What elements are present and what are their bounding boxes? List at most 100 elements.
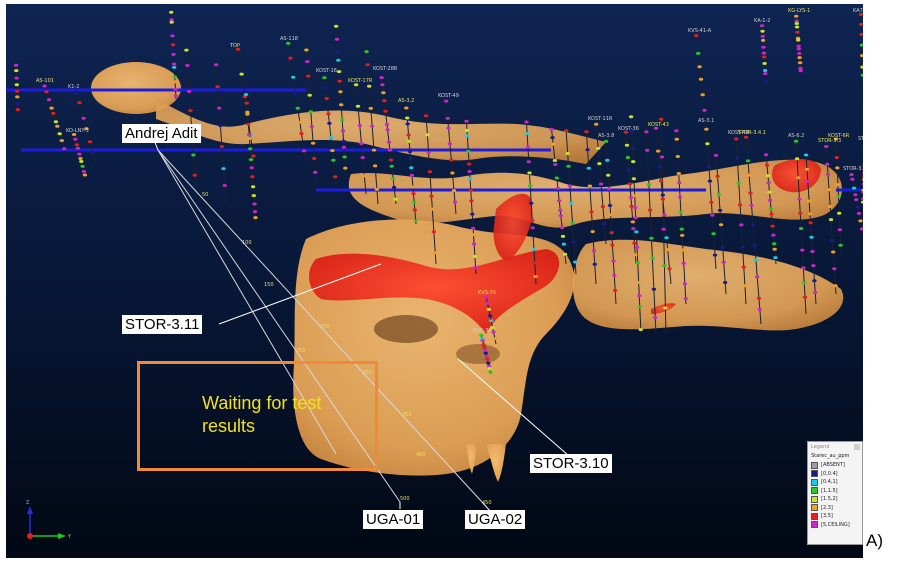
drill-sample-marker xyxy=(757,307,762,311)
drillhole-trace xyxy=(425,113,437,265)
drill-sample-marker xyxy=(649,236,654,240)
drill-sample-marker xyxy=(551,142,556,146)
drill-sample-marker xyxy=(631,227,636,231)
svg-text:400: 400 xyxy=(416,452,426,458)
drill-sample-marker xyxy=(602,222,607,226)
drill-sample-marker xyxy=(171,62,177,66)
drill-sample-marker xyxy=(798,227,804,230)
drill-sample-marker xyxy=(530,219,535,223)
drill-sample-marker xyxy=(558,214,563,218)
drill-sample-marker xyxy=(700,93,705,97)
drill-sample-marker xyxy=(715,174,720,178)
drill-sample-marker xyxy=(834,156,839,159)
drillhole-trace xyxy=(645,123,657,335)
legend-item: [3,5] xyxy=(808,512,862,521)
scene-canvas[interactable]: AS-101K1-2KO-LNY-3TOPAS-118KOST-16KOST-1… xyxy=(6,4,863,558)
drill-sample-marker xyxy=(762,55,767,59)
drill-sample-marker xyxy=(42,84,47,88)
drill-sample-marker xyxy=(470,212,475,216)
drill-sample-marker xyxy=(718,223,724,227)
legend-swatch xyxy=(811,504,818,512)
drillhole-trace xyxy=(850,171,863,235)
drill-sample-marker xyxy=(406,139,412,143)
drill-sample-marker xyxy=(426,151,431,155)
drill-sample-marker xyxy=(250,185,256,189)
drill-sample-marker xyxy=(529,201,534,205)
drill-sample-marker xyxy=(221,167,226,171)
drill-sample-marker xyxy=(720,246,725,250)
drill-sample-marker xyxy=(603,139,609,143)
drill-sample-marker xyxy=(625,156,631,159)
drill-sample-marker xyxy=(87,140,93,144)
drill-sample-marker xyxy=(252,202,257,206)
drill-sample-marker xyxy=(524,132,530,135)
drill-sample-marker xyxy=(629,129,634,133)
drill-sample-marker xyxy=(73,137,78,141)
drill-sample-marker xyxy=(810,250,815,253)
legend-item-label: [2,3] xyxy=(821,504,833,511)
drill-sample-marker xyxy=(849,173,854,177)
legend-item: [0,0.4] xyxy=(808,470,862,479)
drill-sample-marker xyxy=(291,75,296,79)
drill-sample-marker xyxy=(676,172,681,175)
drill-sample-marker xyxy=(807,212,813,216)
drillhole-label: KVS-35 xyxy=(478,290,496,296)
drill-sample-marker xyxy=(755,275,760,279)
legend-field: Starec_au_ppm xyxy=(811,453,850,459)
drill-sample-marker xyxy=(485,301,490,305)
drill-sample-marker xyxy=(472,255,478,258)
drill-sample-marker xyxy=(712,253,718,257)
callout-uga-01: UGA-01 xyxy=(363,510,424,529)
drill-sample-marker xyxy=(591,249,597,253)
drill-sample-marker xyxy=(797,61,803,65)
grade-legend[interactable]: Legend Starec_au_ppm [ABSENT][0,0.4][0.4… xyxy=(807,441,863,545)
drill-sample-marker xyxy=(62,147,67,151)
drill-sample-marker xyxy=(573,260,578,264)
drill-sample-marker xyxy=(530,226,535,230)
drill-sample-marker xyxy=(170,34,175,38)
drill-sample-marker xyxy=(737,203,743,207)
legend-close-icon[interactable] xyxy=(854,444,860,450)
drill-sample-marker xyxy=(364,50,369,54)
drill-sample-marker xyxy=(665,248,670,252)
drillhole-trace xyxy=(365,43,379,205)
callout-stor-3-11: STOR-3.11 xyxy=(122,315,203,334)
drill-sample-marker xyxy=(486,307,491,311)
drill-sample-marker xyxy=(837,228,843,232)
drill-sample-marker xyxy=(675,155,680,158)
drill-sample-marker xyxy=(172,75,177,79)
drill-sample-marker xyxy=(825,173,831,176)
drill-sample-marker xyxy=(334,37,340,41)
drill-sample-marker xyxy=(762,69,768,72)
drill-sample-marker xyxy=(711,232,716,236)
drill-sample-marker xyxy=(409,166,414,170)
drill-sample-marker xyxy=(246,122,251,126)
drill-sample-marker xyxy=(804,167,810,171)
drill-sample-marker xyxy=(217,106,222,110)
drill-sample-marker xyxy=(485,357,490,361)
drill-sample-marker xyxy=(343,166,348,170)
drill-sample-marker xyxy=(835,183,841,187)
drill-sample-marker xyxy=(74,92,80,95)
drill-sample-marker xyxy=(247,137,252,140)
drill-sample-marker xyxy=(82,173,88,177)
drillhole-trace xyxy=(43,83,67,155)
drill-sample-marker xyxy=(584,130,589,134)
drillhole-trace xyxy=(525,113,537,285)
drill-sample-marker xyxy=(390,177,396,181)
legend-item: [ABSENT] xyxy=(808,461,862,470)
drill-sample-marker xyxy=(408,157,413,161)
drill-sample-marker xyxy=(338,90,343,94)
drill-sample-marker xyxy=(763,79,768,83)
drill-sample-marker xyxy=(468,189,473,192)
drill-sample-marker xyxy=(861,197,863,201)
drill-sample-marker xyxy=(764,163,770,167)
drill-sample-marker xyxy=(328,136,334,140)
drillhole-label: KOST-28R xyxy=(373,66,398,72)
drill-sample-marker xyxy=(794,19,799,23)
drill-sample-marker xyxy=(809,235,814,239)
drill-sample-marker xyxy=(342,155,347,159)
drill-sample-marker xyxy=(835,166,840,170)
drill-sample-marker xyxy=(406,133,411,137)
